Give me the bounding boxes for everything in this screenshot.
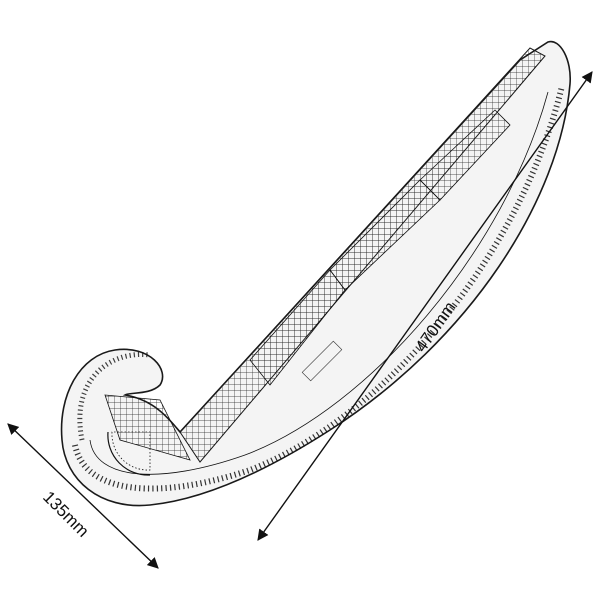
length-arrow	[257, 71, 593, 541]
width-label: 135mm	[39, 487, 93, 541]
french-curve-ruler	[60, 40, 571, 507]
width-arrow	[7, 423, 159, 569]
